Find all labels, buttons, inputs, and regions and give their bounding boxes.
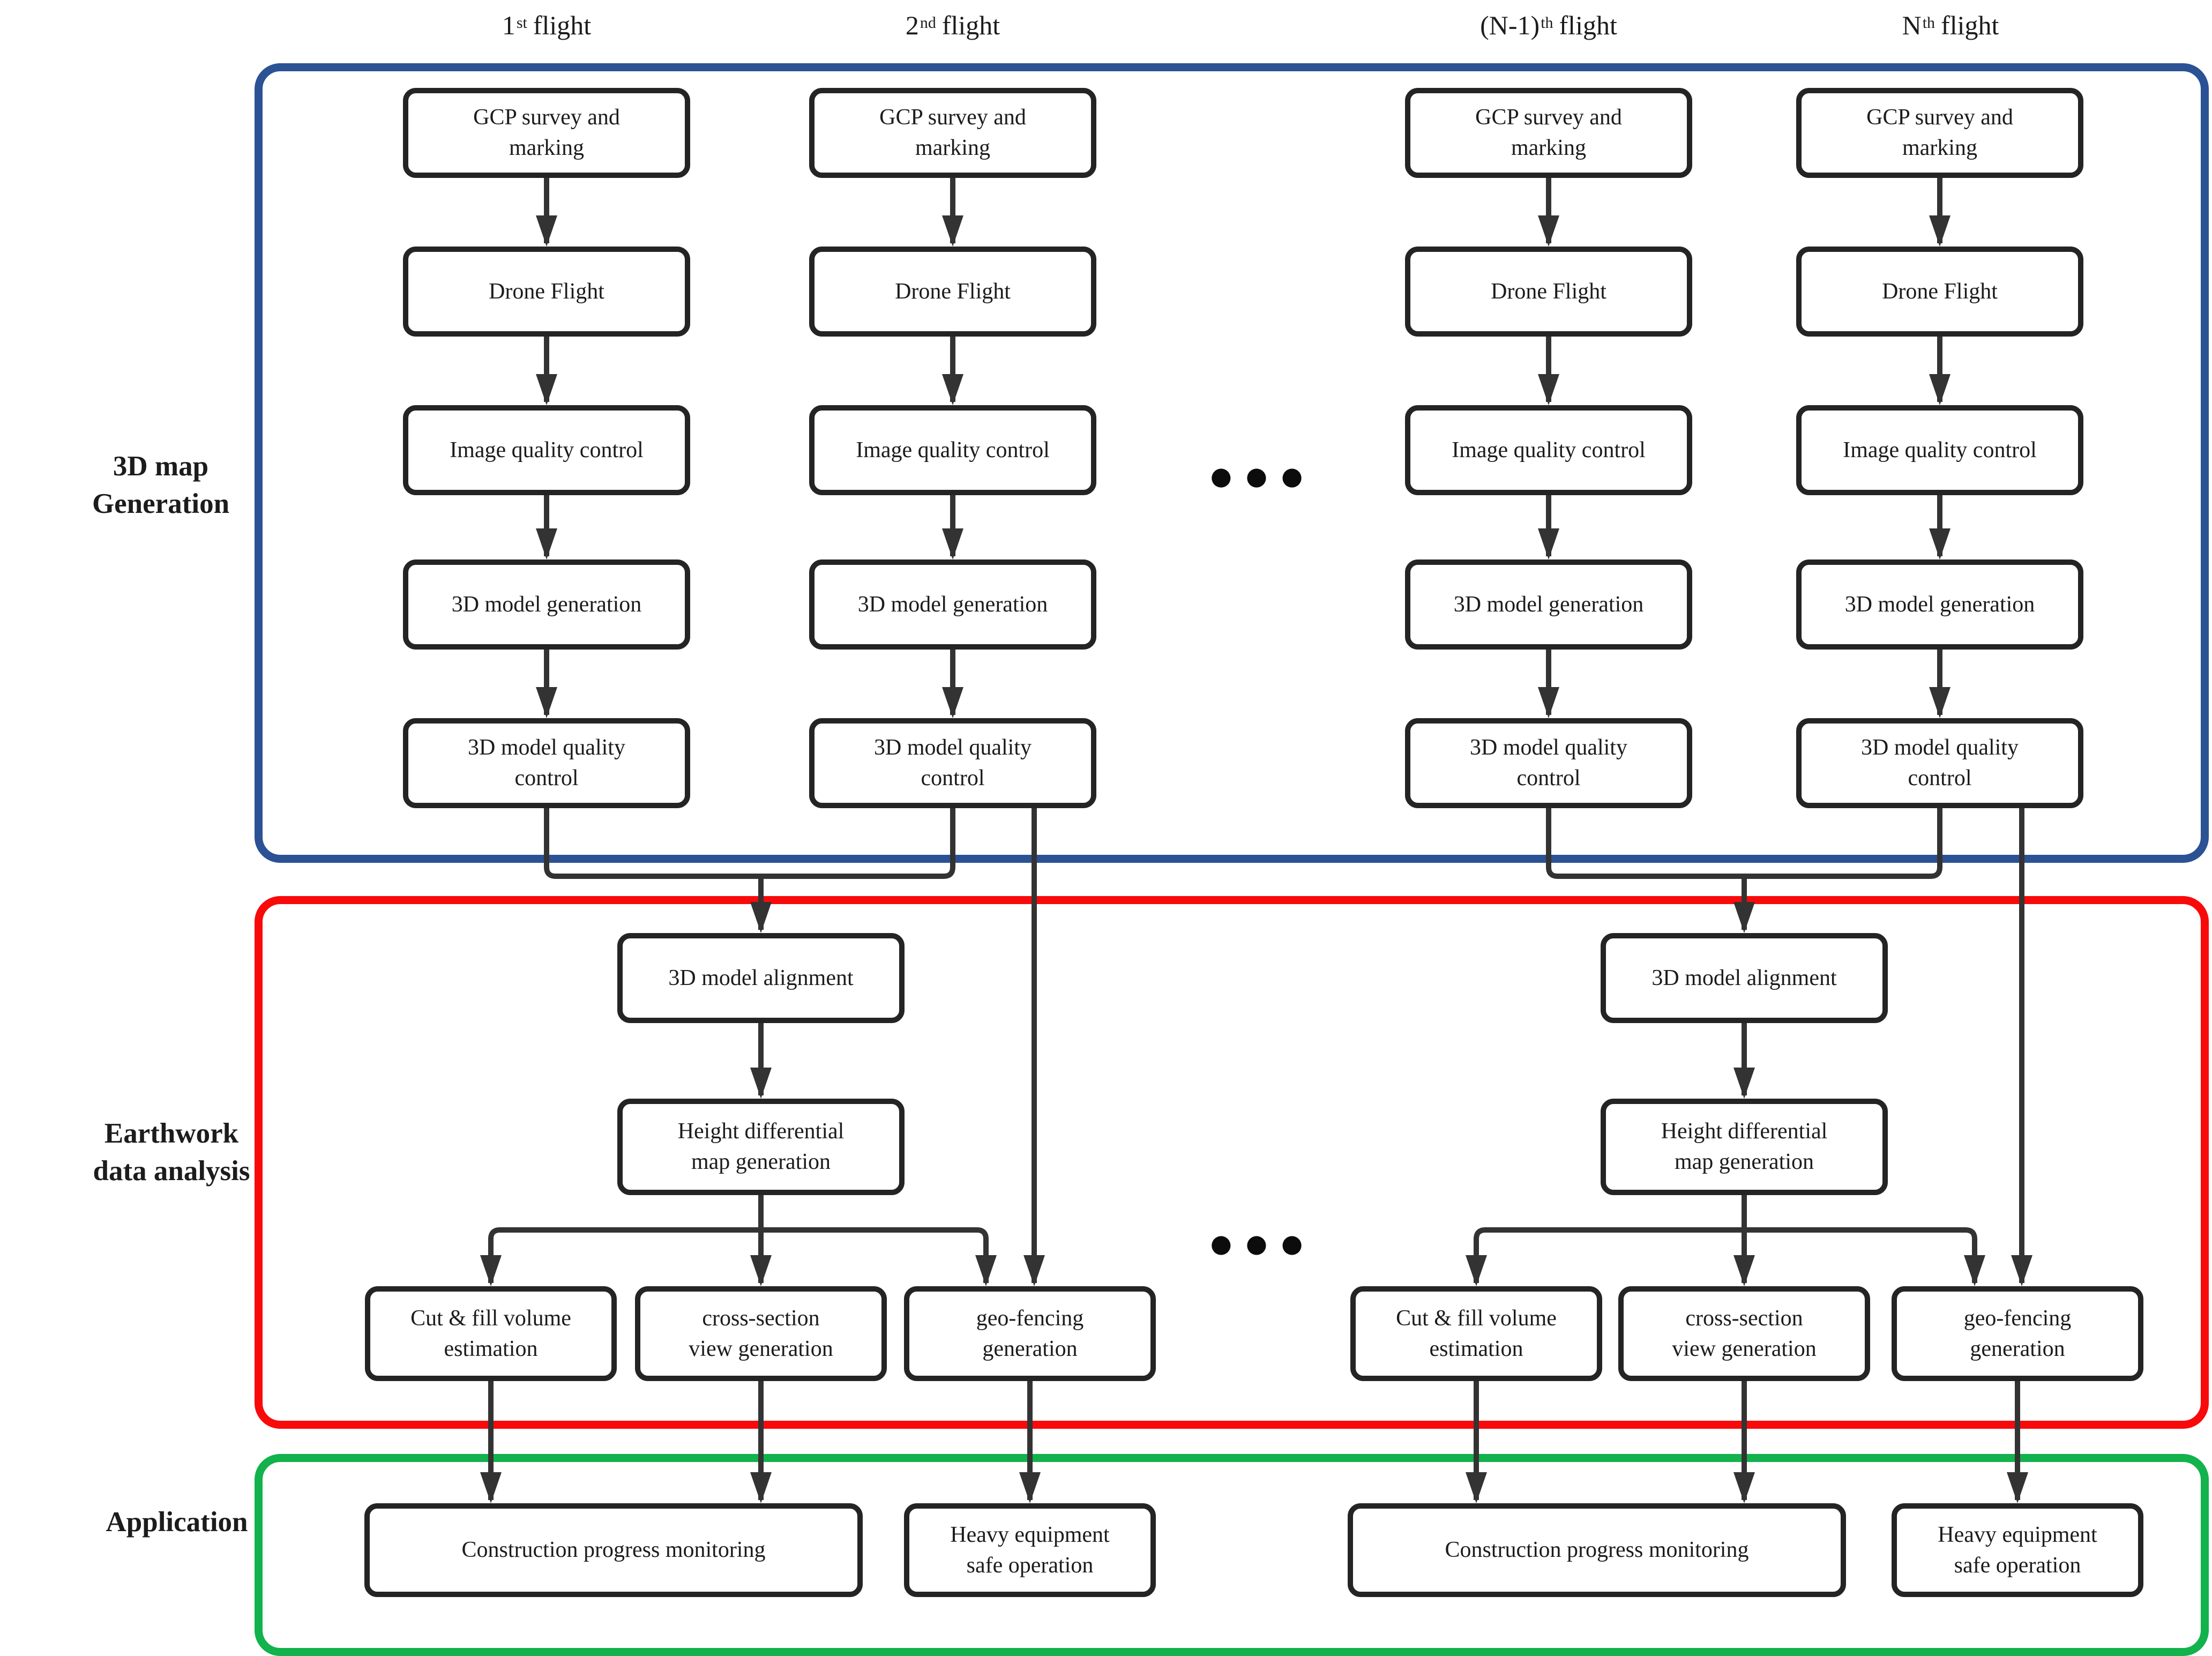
node-model-quality-flight2: 3D model quality control	[809, 718, 1096, 808]
node-image-quality-flight1: Image quality control	[403, 405, 690, 495]
node-model-quality-flight1: 3D model quality control	[403, 718, 690, 808]
flow-line	[1546, 808, 1744, 879]
section-frame-3d-map-generation	[255, 63, 2209, 863]
header-pre: 1	[502, 10, 515, 40]
node-alignment-group1: 3D model alignment	[617, 933, 905, 1023]
node-height-map-group1: Height differential map generation	[617, 1099, 905, 1195]
node-safe-operation-group1: Heavy equipment safe operation	[904, 1503, 1156, 1597]
node-alignment-group2: 3D model alignment	[1601, 933, 1888, 1023]
flow-line	[1744, 808, 1942, 879]
arrows-map-generation	[536, 178, 1951, 718]
node-model-generation-flight-n: 3D model generation	[1796, 560, 2083, 650]
node-image-quality-flight2: Image quality control	[809, 405, 1096, 495]
node-height-map-group2: Height differential map generation	[1601, 1099, 1888, 1195]
header-post: flight	[533, 10, 592, 40]
node-geo-fencing-group2: geo-fencing generation	[1892, 1286, 2143, 1381]
node-safe-operation-group2: Heavy equipment safe operation	[1892, 1503, 2143, 1597]
flow-line	[1474, 1227, 1977, 1240]
section-frame-application	[255, 1454, 2209, 1656]
section-frame-earthwork-data-analysis	[255, 896, 2209, 1429]
node-cross-section-group2: cross-section view generation	[1618, 1286, 1870, 1381]
node-drone-flight-flight2: Drone Flight	[809, 247, 1096, 337]
header-post: flight	[1941, 10, 1999, 40]
ellipsis-icon: ●●●	[1210, 1229, 1317, 1258]
node-progress-monitoring-group1: Construction progress monitoring	[364, 1503, 863, 1597]
node-cut-fill-group2: Cut & fill volume estimation	[1350, 1286, 1602, 1381]
node-model-quality-flight-n: 3D model quality control	[1796, 718, 2083, 808]
node-model-generation-flight-n-1: 3D model generation	[1405, 560, 1692, 650]
node-gcp-survey-flight-n: GCP survey and marking	[1796, 88, 2083, 178]
flow-line	[761, 808, 955, 879]
header-post: flight	[1559, 10, 1617, 40]
node-geo-fencing-group1: geo-fencing generation	[904, 1286, 1156, 1381]
node-cut-fill-group1: Cut & fill volume estimation	[365, 1286, 617, 1381]
node-model-generation-flight2: 3D model generation	[809, 560, 1096, 650]
side-label-3d-map-generation: 3D map Generation	[92, 451, 230, 519]
node-drone-flight-flight-n-1: Drone Flight	[1405, 247, 1692, 337]
arrows-merge-to-alignment	[544, 808, 2032, 1286]
node-image-quality-flight-n: Image quality control	[1796, 405, 2083, 495]
node-model-generation-flight1: 3D model generation	[403, 560, 690, 650]
flow-line	[544, 808, 761, 879]
side-label-earthwork-data-analysis: Earthwork data analysis	[93, 1118, 250, 1187]
node-gcp-survey-flight-n-1: GCP survey and marking	[1405, 88, 1692, 178]
header-post: flight	[941, 10, 1000, 40]
header-pre: 2	[905, 10, 919, 40]
arrows-application	[480, 1381, 2028, 1503]
node-image-quality-flight-n-1: Image quality control	[1405, 405, 1692, 495]
node-gcp-survey-flight2: GCP survey and marking	[809, 88, 1096, 178]
node-cross-section-group1: cross-section view generation	[635, 1286, 887, 1381]
node-gcp-survey-flight1: GCP survey and marking	[403, 88, 690, 178]
ellipsis-icon: ●●●	[1210, 461, 1317, 490]
header-pre: (N-1)	[1480, 10, 1540, 40]
node-model-quality-flight-n-1: 3D model quality control	[1405, 718, 1692, 808]
header-pre: N	[1902, 10, 1922, 40]
flow-line	[488, 1227, 989, 1240]
node-drone-flight-flight1: Drone Flight	[403, 247, 690, 337]
node-progress-monitoring-group2: Construction progress monitoring	[1348, 1503, 1846, 1597]
arrows-data-analysis	[480, 1023, 1985, 1286]
node-drone-flight-flight-n: Drone Flight	[1796, 247, 2083, 337]
side-label-application: Application	[106, 1506, 248, 1538]
